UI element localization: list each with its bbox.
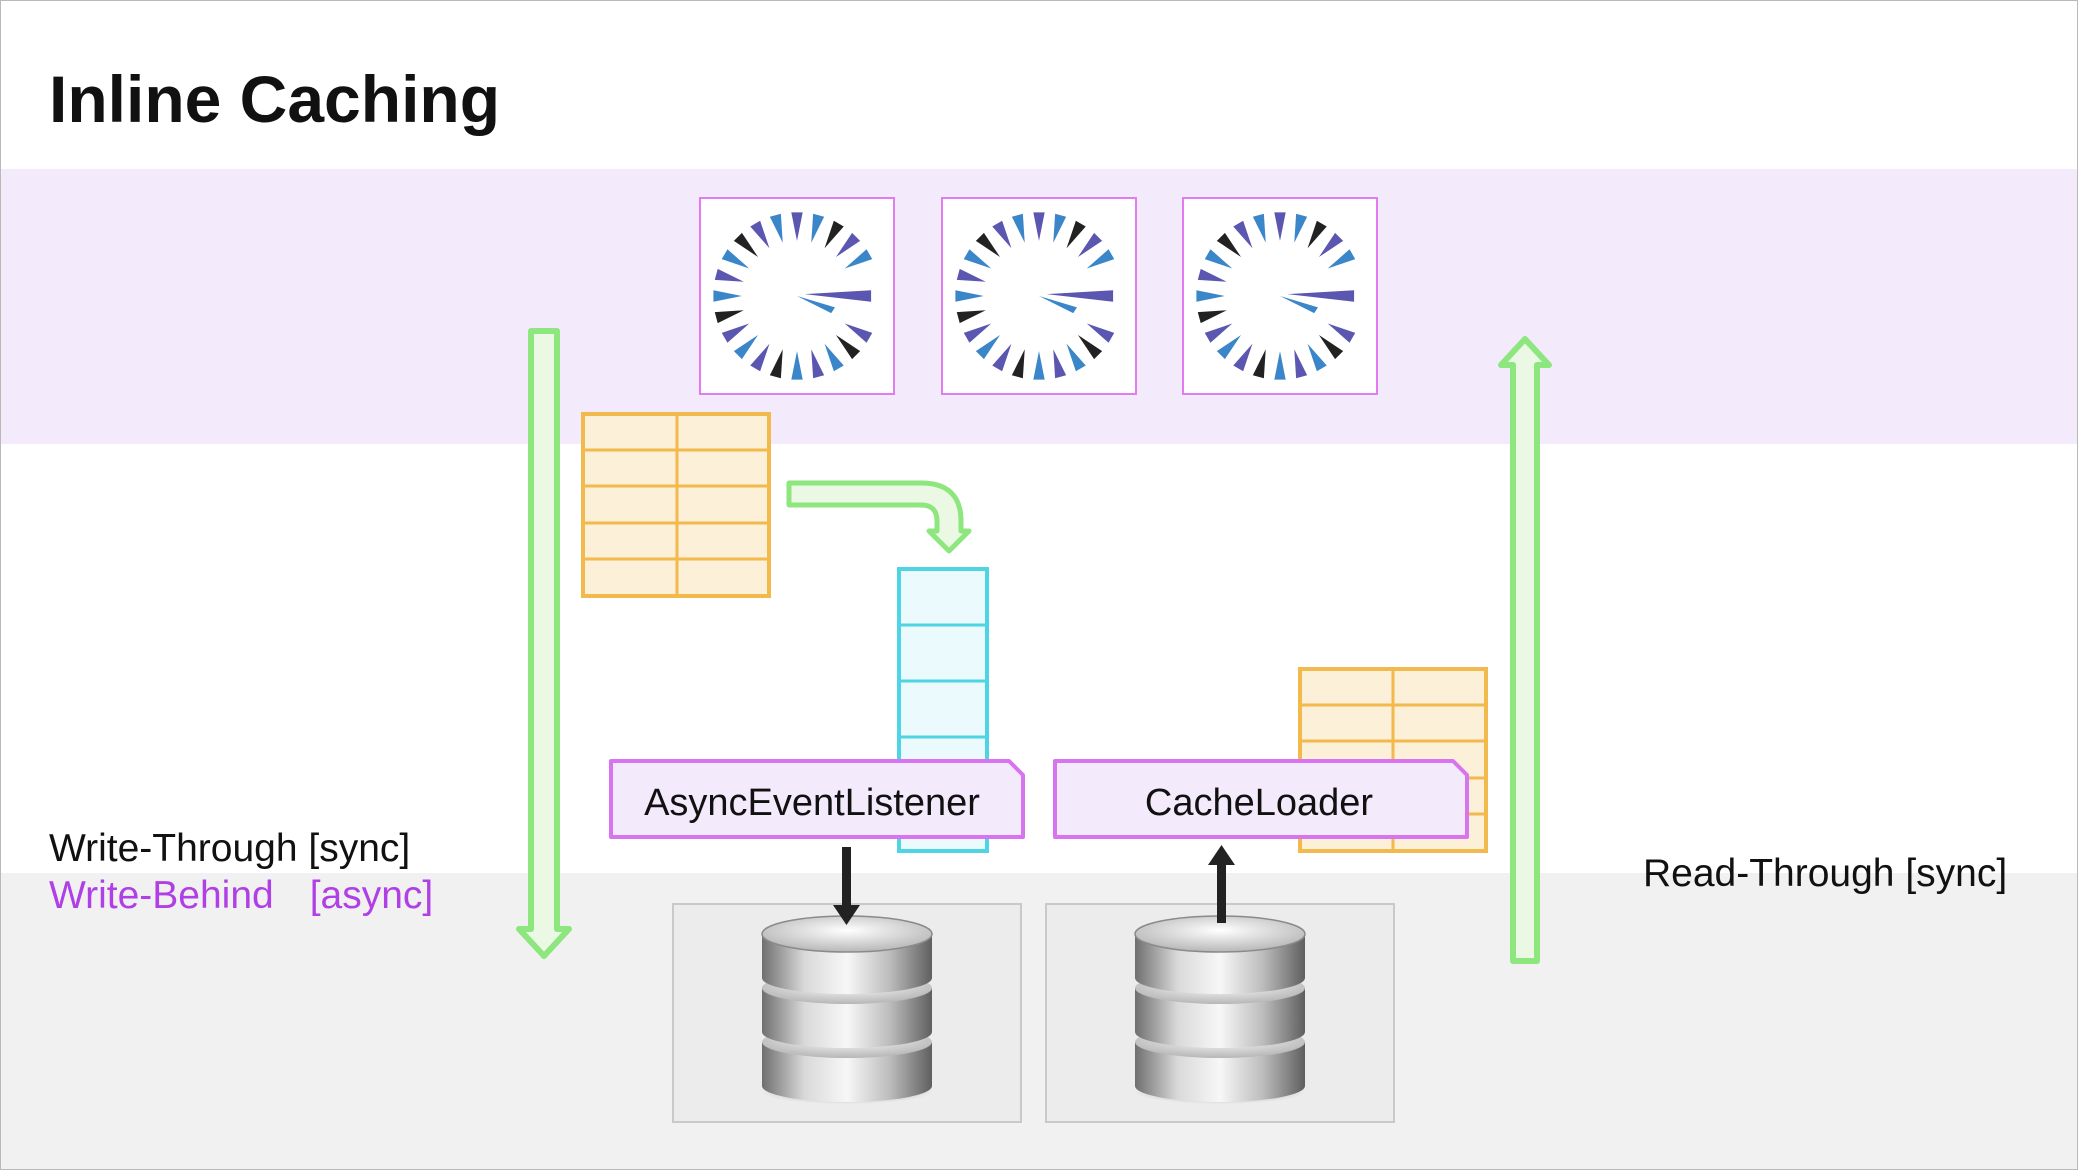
async-event-listener-label: AsyncEventListener: [644, 782, 980, 824]
write-through-arrow-icon: [516, 328, 572, 959]
database-icon: [1133, 915, 1307, 1105]
enqueue-arrow-icon: [786, 480, 972, 554]
write-behind-mode: [async]: [309, 874, 434, 917]
database-panel-2: [1045, 903, 1395, 1123]
data-store-band: [1, 873, 2077, 1169]
write-behind-label: Write-Behind [async]: [49, 874, 433, 918]
write-to-db-arrow-icon: [833, 847, 860, 925]
cache-loader-label: CacheLoader: [1145, 782, 1374, 824]
server-node-1: [699, 197, 895, 395]
read-through-label: Read-Through [sync]: [1643, 852, 2008, 895]
server-node-2: [941, 197, 1137, 395]
database-panel-1: [672, 903, 1022, 1123]
write-through-label: Write-Through [sync]: [49, 827, 411, 870]
server-node-3: [1182, 197, 1378, 395]
load-from-db-arrow-icon: [1208, 845, 1235, 923]
data-table-icon: [581, 412, 771, 598]
cache-loader-box: CacheLoader: [1053, 759, 1469, 839]
read-through-arrow-icon: [1498, 336, 1552, 964]
page-title: Inline Caching: [49, 62, 501, 136]
database-icon: [760, 915, 934, 1105]
async-event-listener-box: AsyncEventListener: [609, 759, 1025, 839]
write-behind-text: Write-Behind: [49, 874, 274, 917]
